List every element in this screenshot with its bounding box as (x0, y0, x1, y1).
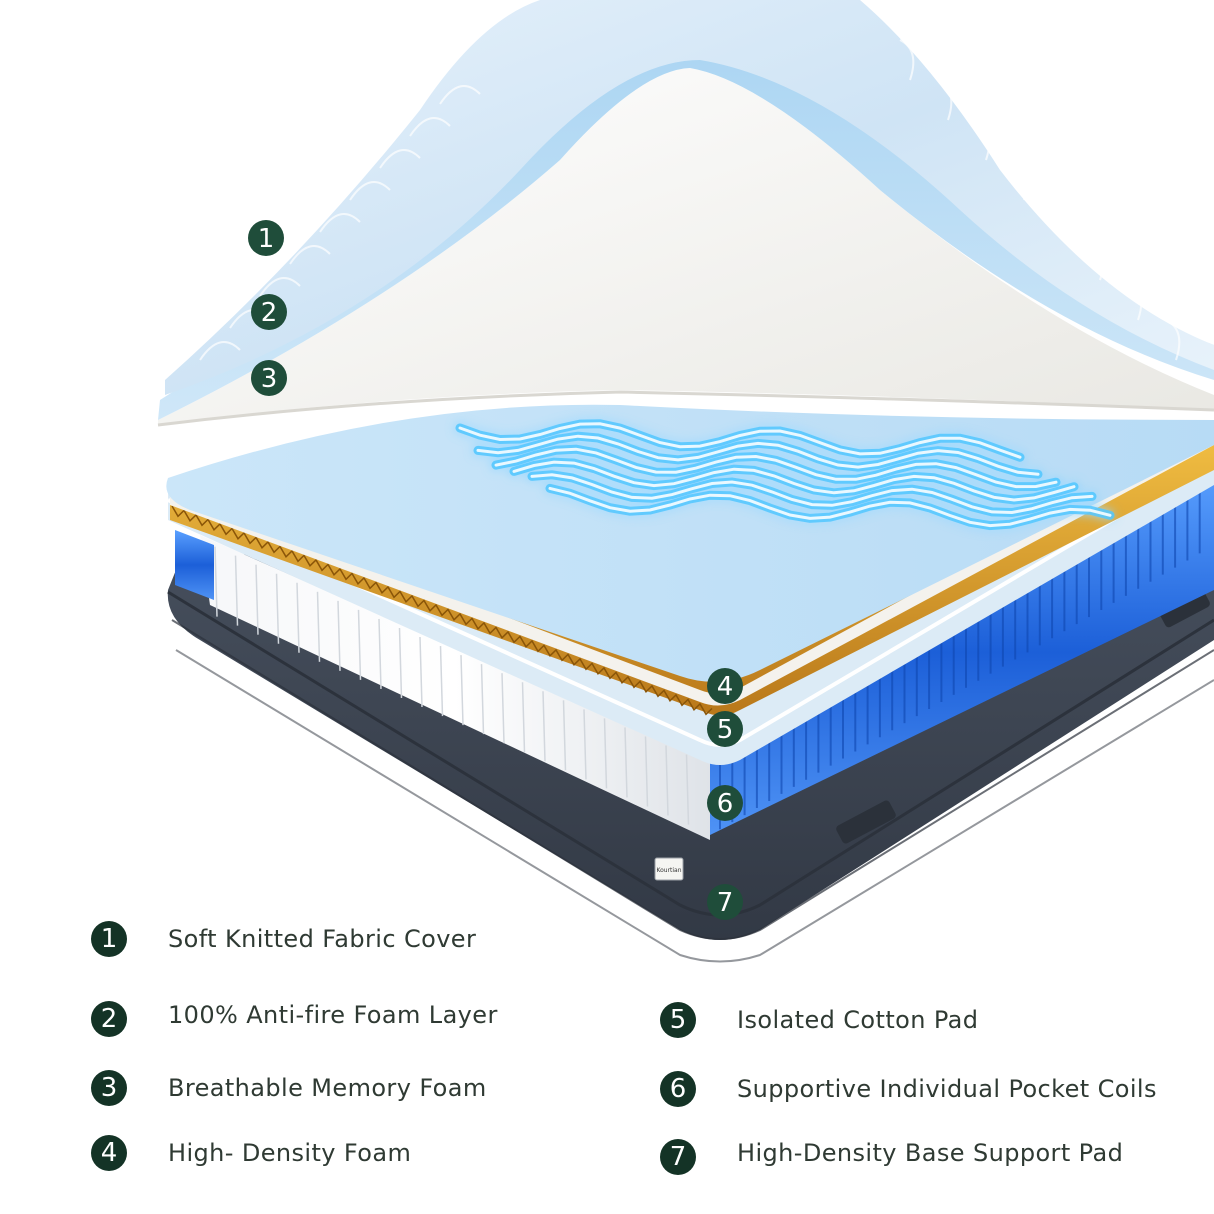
quilt-stitch (199, 341, 241, 361)
white-coil-line (214, 546, 218, 617)
marker-circle (707, 785, 743, 821)
svg-text:Kourtian: Kourtian (656, 867, 681, 874)
marker-circle (251, 360, 287, 396)
layer-marker-5: 5 (707, 711, 743, 747)
marker-circle (707, 884, 743, 920)
layer-marker-7: 7 (707, 884, 743, 920)
cooling-wave-highlight (476, 434, 1040, 476)
white-coil-line (357, 609, 362, 680)
marker-circle (707, 668, 743, 704)
quilt-stitch (899, 39, 915, 81)
quilt-stitch (319, 213, 361, 233)
white-coil-line (685, 754, 690, 825)
layer-marker-6: 6 (707, 785, 743, 821)
cooling-wave-highlight (530, 473, 1094, 515)
white-coil-line (419, 636, 423, 708)
white-coil-line (521, 682, 526, 753)
fabric-cover-sheet (165, 0, 1214, 395)
quilt-stitch (1127, 279, 1143, 321)
white-coil-line (644, 736, 649, 807)
layer-marker-1: 1 (248, 220, 284, 256)
layer-marker-3: 3 (251, 360, 287, 396)
quilt-stitch (975, 119, 991, 161)
quilt-stitch (439, 85, 481, 105)
marker-number: 4 (717, 672, 734, 702)
quilt-stitch (1089, 239, 1105, 281)
quilt-stitch (259, 277, 301, 297)
quilt-stitch (409, 117, 451, 137)
white-coil-line (460, 655, 464, 726)
white-coil-line (480, 664, 485, 735)
white-coil-line (542, 691, 546, 762)
white-coil-line (562, 700, 567, 771)
cooling-wave-highlight (512, 460, 1076, 502)
quilt-stitch (1013, 159, 1029, 201)
marker-circle (251, 294, 287, 330)
white-coil-line (378, 618, 382, 689)
marker-circle (707, 711, 743, 747)
layer-marker-2: 2 (251, 294, 287, 330)
quilt-stitch (1165, 319, 1181, 361)
memory-foam-sheet (157, 68, 1214, 427)
marker-number: 7 (717, 888, 734, 918)
white-coil-line (275, 573, 280, 644)
gel-foam-top (166, 404, 1214, 682)
marker-number: 1 (258, 224, 275, 254)
white-coil-line (583, 709, 587, 780)
white-coil-line (296, 582, 300, 653)
white-coil-line (439, 646, 444, 717)
quilt-stitch (349, 181, 391, 201)
white-coil-line (398, 627, 403, 699)
marker-number: 3 (261, 364, 278, 394)
cooling-wave-highlight (458, 422, 1022, 459)
quilt-stitch (1051, 199, 1067, 241)
white-coil-line (234, 555, 239, 626)
marker-number: 2 (261, 298, 278, 328)
quilt-stitch (937, 79, 953, 121)
white-coil-line (603, 718, 608, 789)
cooling-wave-highlight (548, 486, 1112, 528)
white-coil-line (501, 673, 505, 744)
marker-circle (248, 220, 284, 256)
marker-number: 6 (717, 789, 734, 819)
marker-number: 5 (717, 715, 734, 745)
quilt-stitch (379, 149, 421, 169)
white-coil-line (624, 727, 628, 798)
white-coil-line (255, 564, 259, 635)
layer-marker-4: 4 (707, 668, 743, 704)
white-coil-line (316, 591, 321, 662)
quilt-stitch (289, 245, 331, 265)
brand-tag: Kourtian (654, 857, 684, 881)
cooling-wave-highlight (494, 447, 1058, 489)
white-coil-line (665, 745, 669, 816)
white-coil-line (337, 600, 341, 671)
